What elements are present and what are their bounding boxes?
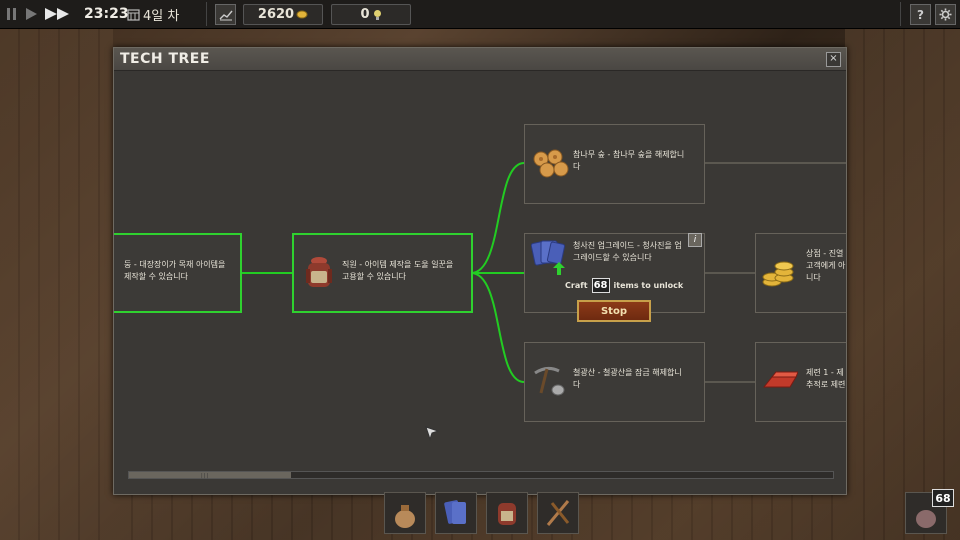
window-titlebar: TECH TREE × <box>114 48 846 71</box>
tech-node-text: 참나무 숲 - 참나무 숲을 해제합니 다 <box>573 150 685 171</box>
gold-display: 2620 <box>243 4 323 25</box>
cursor-icon <box>425 426 440 441</box>
background-wood-bottom <box>113 493 845 540</box>
chart-icon <box>219 10 233 20</box>
day-counter: 4일 차 <box>143 8 180 24</box>
tech-node-text: 둥 - 대장장이가 목재 아이템을 제작할 수 있습니다 <box>124 260 226 281</box>
sack-icon <box>916 510 936 528</box>
divider <box>206 2 207 26</box>
tech-node-woodwork[interactable]: 둥 - 대장장이가 목재 아이템을 제작할 수 있습니다 <box>114 233 242 313</box>
item-slot-tool[interactable] <box>537 492 579 534</box>
play-button[interactable] <box>24 0 40 28</box>
scrollbar-thumb[interactable]: ||| <box>129 472 291 479</box>
tech-node-blueprint-upgrade[interactable]: 청사진 업그레이드 - 청사진을 업 그레이드할 수 있습니다 i Craft … <box>524 233 705 322</box>
pause-icon <box>7 8 16 20</box>
horizontal-scrollbar[interactable]: ||| <box>128 471 834 479</box>
fast-forward-button[interactable] <box>44 0 72 28</box>
top-bar: 23:23 4일 차 2620 0 ? <box>0 0 960 29</box>
close-button[interactable]: × <box>826 52 841 67</box>
blueprint-icon <box>531 240 565 275</box>
tech-node-oak-forest[interactable]: 참나무 숲 - 참나무 숲을 해제합니 다 <box>524 124 705 204</box>
sack-icon <box>395 505 415 528</box>
connector-down <box>470 272 525 383</box>
craft-count: 68 <box>591 278 610 293</box>
settings-button[interactable] <box>935 4 956 25</box>
lightbulb-icon <box>373 9 381 20</box>
calendar-icon <box>127 0 140 28</box>
item-slot-blueprint[interactable] <box>435 492 477 534</box>
tech-node-shop[interactable]: 상점 - 진열 고객에게 아 니다 <box>755 233 846 313</box>
tech-node-workers[interactable]: 직원 - 아이템 제작을 도울 일꾼을 고용할 수 있습니다 <box>292 233 473 313</box>
gold-coins-icon <box>762 261 794 287</box>
pause-button[interactable] <box>6 0 20 28</box>
item-slot-sack[interactable] <box>384 492 426 534</box>
stop-button[interactable]: Stop <box>577 300 651 322</box>
tech-node-text: 직원 - 아이템 제작을 도울 일꾼을 고용할 수 있습니다 <box>342 260 454 281</box>
info-icon: i <box>693 235 697 245</box>
idea-amount: 0 <box>360 7 370 22</box>
tech-node-smelting[interactable]: 제련 1 - 제 추적로 제련 <box>755 342 846 422</box>
coin-icon <box>296 10 308 19</box>
item-count-badge: 68 <box>932 489 954 507</box>
tech-node-iron-mine[interactable]: 철광산 - 철광산을 잠금 해제합니 다 <box>524 342 705 422</box>
blueprint-icon <box>444 500 466 524</box>
tech-tree-canvas[interactable]: 둥 - 대장장이가 목재 아이템을 제작할 수 있습니다 직원 - 아이템 제작… <box>114 71 846 494</box>
craft-requirement: Craft 68 items to unlock <box>565 278 683 293</box>
logs-icon <box>533 149 569 178</box>
tool-icon <box>546 500 570 526</box>
item-slot-right[interactable] <box>905 492 947 534</box>
help-button[interactable]: ? <box>910 4 931 25</box>
tech-node-text: 상점 - 진열 고객에게 아 니다 <box>806 249 846 282</box>
item-slot-backpack[interactable] <box>486 492 528 534</box>
tech-tree-window: TECH TREE × 둥 - 대장장이가 목재 아이템을 제작할 수 있습니다 <box>113 47 847 495</box>
background-wood-left <box>0 28 113 540</box>
craft-prefix: Craft <box>565 281 588 290</box>
stats-button[interactable] <box>215 4 236 25</box>
connector-lines <box>241 162 846 383</box>
iron-ingot-icon <box>762 371 798 388</box>
gear-icon <box>939 8 952 21</box>
window-title: TECH TREE <box>120 51 210 67</box>
tech-node-text: 청사진 업그레이드 - 청사진을 업 그레이드할 수 있습니다 <box>573 241 682 262</box>
connector-up <box>470 162 525 274</box>
tech-node-text: 제련 1 - 제 추적로 제련 <box>806 368 846 389</box>
background-wood-right <box>845 28 960 540</box>
close-icon: × <box>829 53 838 64</box>
divider <box>900 2 901 26</box>
backpack-icon <box>498 503 516 525</box>
fast-forward-icon <box>45 8 69 20</box>
pickaxe-icon <box>534 366 565 396</box>
play-icon <box>26 8 37 20</box>
clock-time: 23:23 <box>84 6 129 22</box>
info-button[interactable]: i <box>688 233 702 247</box>
backpack-icon <box>306 257 332 287</box>
question-icon: ? <box>917 7 924 22</box>
grip-icon: ||| <box>201 473 210 479</box>
tech-node-text: 철광산 - 철광산을 잠금 해제합니 다 <box>573 368 682 389</box>
craft-suffix: items to unlock <box>613 281 684 290</box>
gold-amount: 2620 <box>257 7 295 22</box>
idea-display: 0 <box>331 4 411 25</box>
